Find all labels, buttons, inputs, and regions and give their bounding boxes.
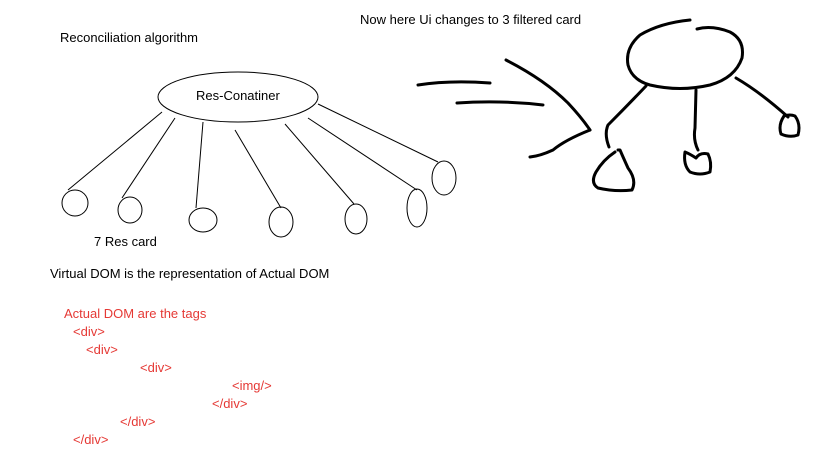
- edge-4: [234, 129, 282, 209]
- res-card-node-4: [268, 206, 294, 238]
- diagram-title: Reconciliation algorithm: [60, 30, 199, 45]
- edge-5: [284, 123, 355, 205]
- filtered-edge-3: [734, 76, 790, 119]
- edge-3: [195, 121, 204, 209]
- filtered-card-node-2: [683, 150, 713, 176]
- filtered-card-node-1: [591, 148, 636, 193]
- edge-7: [317, 103, 439, 163]
- res-container-node: [157, 71, 319, 123]
- filtered-edge-1: [604, 84, 648, 149]
- dom-tag-line-4: <img/>: [232, 378, 272, 393]
- filtered-tree: [591, 18, 801, 193]
- res-container-label: Res-Conatiner: [196, 88, 280, 103]
- filtered-root-node: [626, 18, 744, 90]
- edge-1: [67, 111, 163, 191]
- dom-tag-line-5: </div>: [212, 396, 248, 411]
- dom-tag-line-6: </div>: [120, 414, 156, 429]
- actual-dom-heading: Actual DOM are the tags: [64, 306, 207, 321]
- vdom-note: Virtual DOM is the representation of Act…: [50, 266, 330, 281]
- edge-2: [121, 117, 176, 199]
- dom-tag-line-3: <div>: [140, 360, 172, 375]
- dom-tag-line-1: <div>: [73, 324, 105, 339]
- dom-tag-line-7: </div>: [73, 432, 109, 447]
- filtered-card-node-3: [778, 113, 801, 138]
- filtered-edge-2: [692, 88, 700, 152]
- res-card-node-7: [431, 160, 457, 196]
- tree-edges: [67, 103, 439, 209]
- arrow-icon: [416, 58, 592, 159]
- res-card-node-5: [344, 203, 368, 235]
- dom-tag-line-2: <div>: [86, 342, 118, 357]
- res-card-node-3: [188, 207, 218, 233]
- res-card-node-6: [406, 188, 428, 228]
- right-caption: Now here Ui changes to 3 filtered card: [360, 12, 582, 27]
- edge-6: [307, 117, 418, 191]
- children-caption: 7 Res card: [94, 234, 157, 249]
- res-card-node-2: [117, 196, 143, 224]
- res-card-node-1: [61, 189, 89, 217]
- res-card-nodes: [61, 160, 457, 238]
